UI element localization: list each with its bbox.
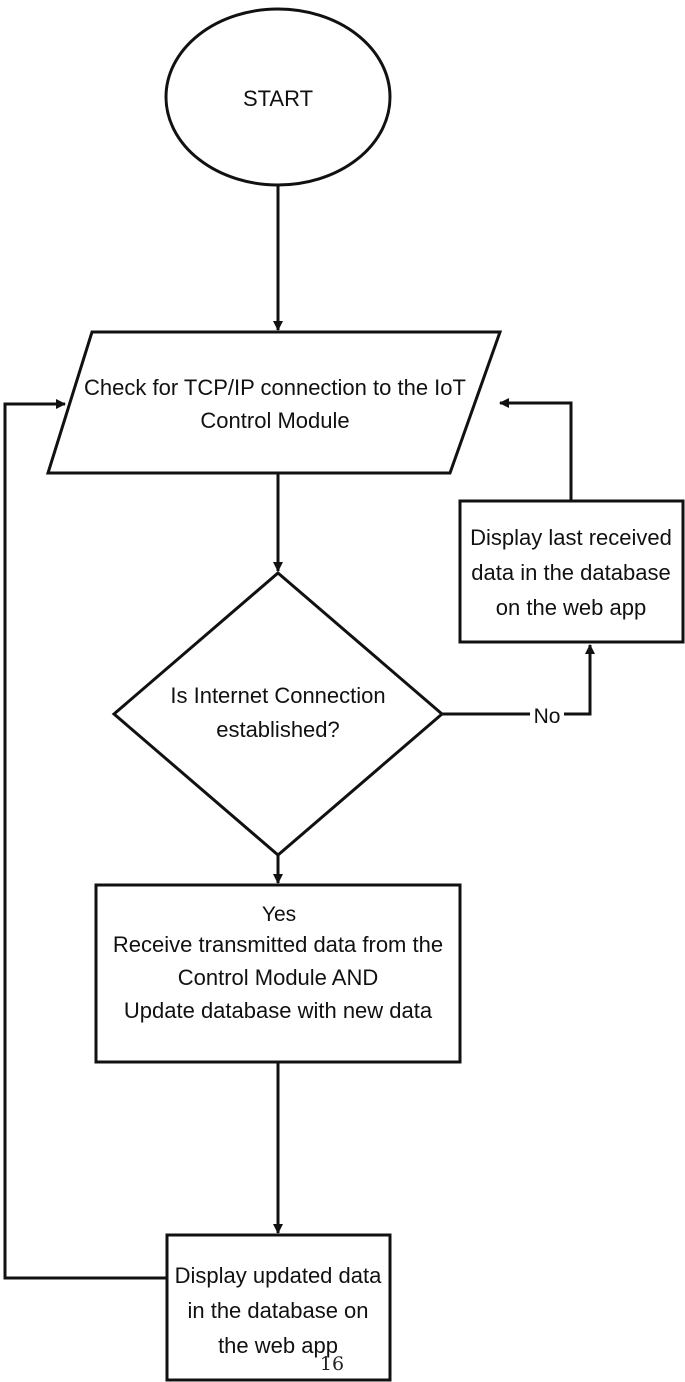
display-last-line-2: data in the database (471, 560, 670, 585)
receive-update-line-1: Receive transmitted data from the (113, 932, 443, 957)
yes-label-background (258, 900, 300, 926)
receive-update-line-2: Control Module AND (178, 965, 379, 990)
no-label-background (530, 702, 564, 728)
decision-line-1: Is Internet Connection (170, 683, 385, 708)
decision-line-2: established? (216, 717, 340, 742)
page-number: 16 (320, 1353, 344, 1375)
display-updated-line-1: Display updated data (175, 1263, 382, 1288)
start-node: START (164, 7, 392, 187)
no-edge-label: No (534, 705, 561, 728)
start-label: START (243, 86, 313, 111)
receive-update-line-3: Update database with new data (124, 998, 433, 1023)
arrow-decision-no-path (442, 644, 595, 716)
display-updated-line-2: in the database on (187, 1298, 368, 1323)
display-last-node: Display last received data in the databa… (458, 499, 685, 644)
display-updated-line-3: the web app (218, 1333, 338, 1358)
arrow-display-last-to-check (499, 398, 573, 501)
display-updated-node: Display updated data in the database on … (165, 1233, 392, 1382)
display-last-line-3: on the web app (496, 595, 646, 620)
yes-edge-label: Yes (262, 903, 296, 926)
check-connection-node: Check for TCP/IP connection to the IoT C… (45, 330, 503, 475)
decision-node: Is Internet Connection established? (111, 571, 445, 857)
check-connection-line-1: Check for TCP/IP connection to the IoT (84, 375, 466, 400)
check-connection-line-2: Control Module (200, 408, 349, 433)
arrow-loop-back-to-check (3, 399, 167, 1280)
display-last-line-1: Display last received (470, 525, 672, 550)
